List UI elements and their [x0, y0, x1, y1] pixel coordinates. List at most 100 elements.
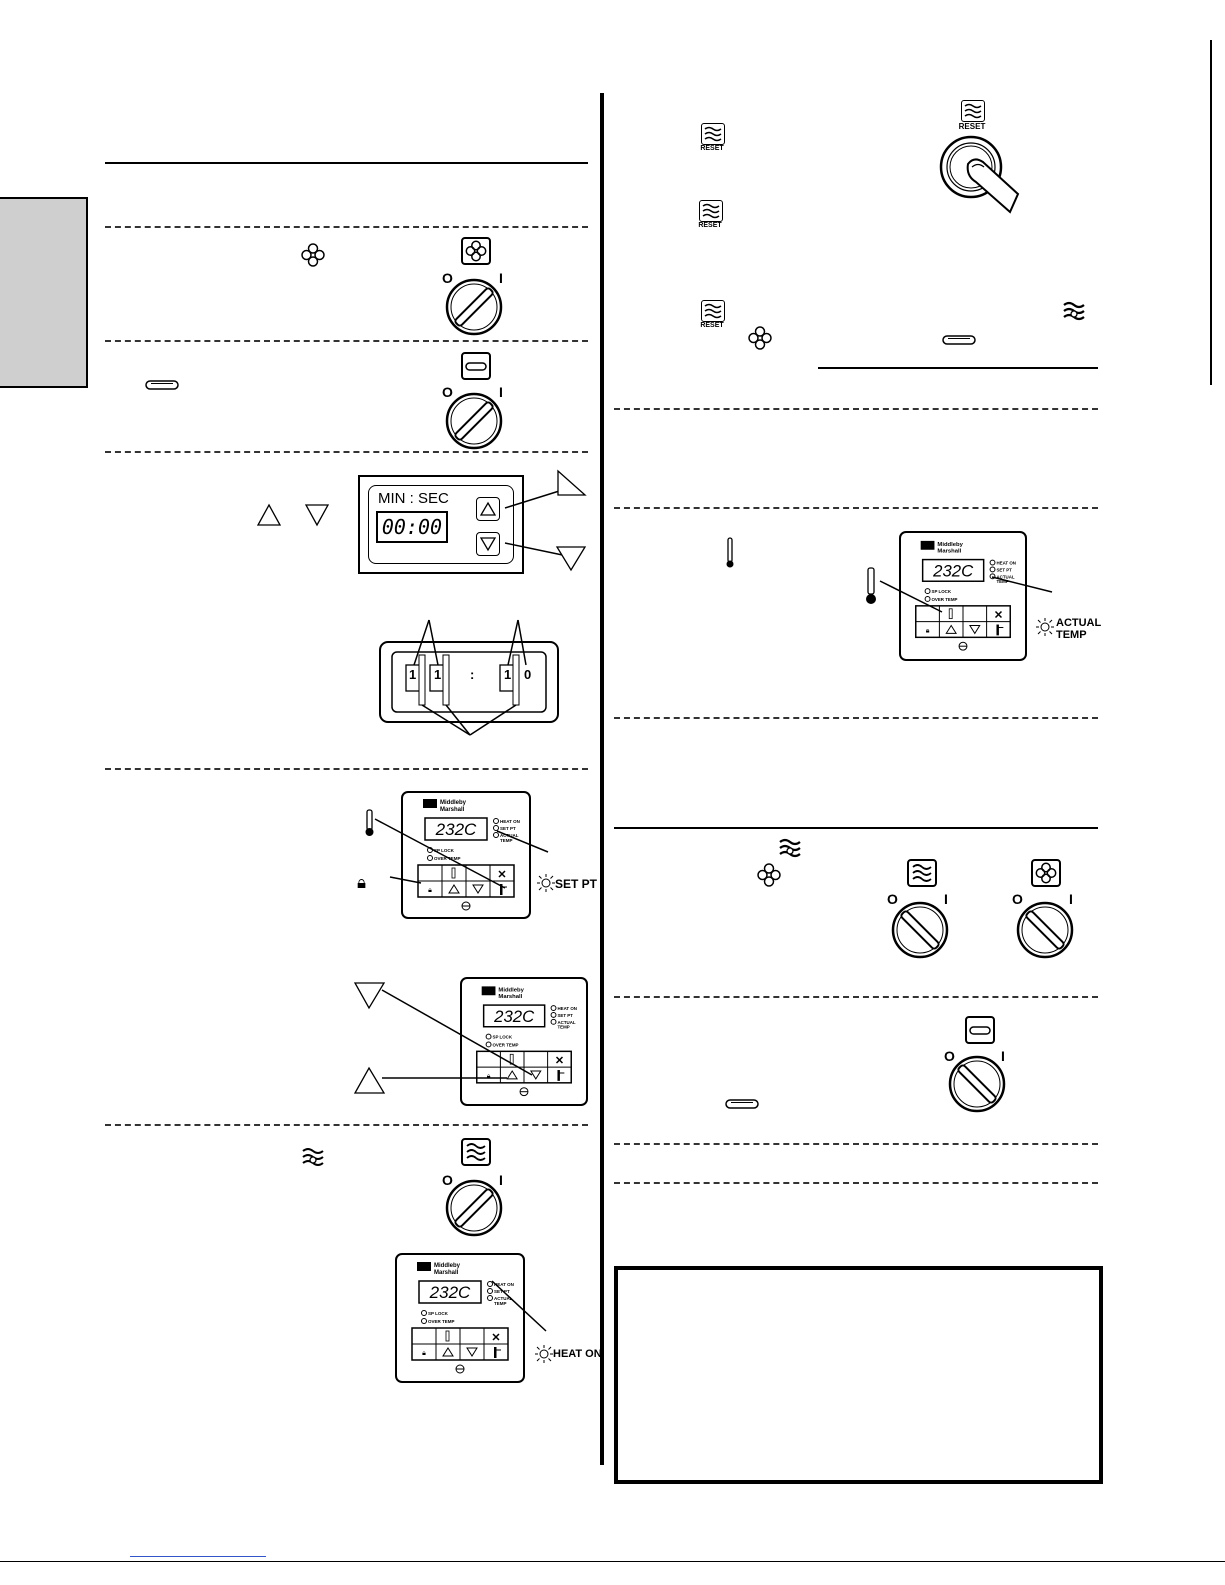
- heat-switch-label: [461, 1138, 491, 1166]
- svg-text:HEAT ON: HEAT ON: [494, 1282, 514, 1287]
- led-blink-icon: [535, 1345, 553, 1363]
- controller-body: Middleby Marshall 232C HEAT ON SET PT AC…: [417, 799, 520, 911]
- conveyor-switch-label: [965, 1016, 995, 1044]
- controller-body: Middleby Marshall 232C HEAT ON SET PT AC…: [915, 540, 1016, 651]
- svg-text:SET PT: SET PT: [500, 826, 516, 831]
- temperature-controller-set-pt: Middleby Marshall 232C HEAT ON SET PT AC…: [401, 791, 531, 919]
- heat-knob[interactable]: [890, 900, 950, 960]
- fan-icon: [301, 243, 325, 267]
- led-blink-icon: [1036, 618, 1054, 636]
- svg-text:SP LOCK: SP LOCK: [493, 1035, 513, 1040]
- svg-text:SP LOCK: SP LOCK: [932, 589, 952, 594]
- svg-text:232C: 232C: [429, 1283, 471, 1302]
- svg-text:✕: ✕: [497, 869, 506, 881]
- section-rule: [818, 367, 1098, 369]
- fan-switch-label: [461, 237, 491, 265]
- digit-3: 1: [504, 667, 512, 682]
- timer-down-button[interactable]: [476, 532, 500, 556]
- thermometer-icon: [726, 537, 734, 568]
- conveyor-knob[interactable]: [947, 1054, 1007, 1114]
- heat-knob[interactable]: [444, 1178, 504, 1238]
- step-divider: [105, 226, 588, 228]
- svg-text:🔒︎: 🔒︎: [428, 887, 432, 894]
- fan-icon: [465, 240, 487, 262]
- up-arrow-icon: [256, 503, 282, 526]
- svg-text:Middleby: Middleby: [434, 1263, 461, 1269]
- svg-text:TEMP: TEMP: [494, 1301, 507, 1306]
- actual-temp-callouts: [866, 567, 1053, 613]
- set-pt-callout: SET PT: [555, 877, 598, 891]
- controller-body: Middleby Marshall 232C HEAT ON SET PT AC…: [411, 1262, 514, 1374]
- heat-icon: [302, 1148, 324, 1166]
- svg-text:✕: ✕: [555, 1055, 564, 1067]
- svg-text:OVER TEMP: OVER TEMP: [434, 856, 461, 861]
- svg-text:HEAT ON: HEAT ON: [557, 1006, 577, 1011]
- fan-icon: [757, 863, 781, 887]
- reset-label: RESET: [698, 222, 722, 229]
- heat-on-callout: HEAT ON: [553, 1348, 602, 1360]
- svg-text:🔒︎: 🔒︎: [487, 1073, 491, 1080]
- svg-text:ACTUAL: ACTUAL: [996, 574, 1014, 579]
- heat-icon: [1063, 301, 1085, 321]
- arrow-key-callouts: [353, 982, 533, 1094]
- conveyor-switch-label: [461, 352, 491, 380]
- svg-text:232C: 232C: [493, 1007, 535, 1026]
- svg-text:🔒︎: 🔒︎: [357, 873, 366, 892]
- svg-text:🔒︎: 🔒︎: [926, 627, 930, 634]
- fan-icon: [1035, 862, 1057, 884]
- svg-text:Marshall: Marshall: [434, 1270, 459, 1276]
- reset-button-press[interactable]: [938, 134, 1022, 214]
- svg-text:Marshall: Marshall: [440, 807, 465, 813]
- step-divider: [614, 717, 1098, 719]
- knob-off-label: O: [1012, 891, 1023, 907]
- step-divider: [614, 1143, 1098, 1145]
- svg-text:HEAT ON: HEAT ON: [996, 561, 1016, 566]
- svg-text:SET PT: SET PT: [996, 567, 1012, 572]
- step-divider: [105, 1124, 588, 1126]
- digit-1: 1: [409, 667, 417, 682]
- knob-on-label: I: [1069, 891, 1073, 907]
- reset-icon: RESET: [697, 123, 727, 155]
- heat-icon: [912, 864, 932, 882]
- footer-link-underline[interactable]: [130, 1556, 266, 1557]
- timer-digit-diagram: [379, 619, 559, 736]
- digit-2: 1: [434, 667, 442, 682]
- timer-up-button[interactable]: [476, 497, 500, 521]
- conveyor-icon: [465, 362, 487, 371]
- temperature-controller-heat-on: Middleby Marshall 232C HEAT ON SET PT AC…: [395, 1253, 525, 1383]
- svg-text:Middleby: Middleby: [937, 542, 963, 548]
- fan-icon: [748, 326, 772, 350]
- fan-knob[interactable]: [1015, 900, 1075, 960]
- page-edge-bar: [1210, 40, 1212, 385]
- svg-text:Marshall: Marshall: [937, 549, 961, 555]
- step-divider: [614, 996, 1098, 998]
- section-rule: [105, 162, 588, 164]
- svg-text:✕: ✕: [491, 1332, 500, 1344]
- svg-text:Middleby: Middleby: [498, 987, 524, 993]
- down-arrow-icon: [304, 504, 330, 527]
- knob-on-label: I: [499, 1172, 503, 1188]
- section-tab: [0, 197, 88, 388]
- svg-text:ACTUAL: ACTUAL: [494, 1296, 513, 1301]
- svg-text:Marshall: Marshall: [498, 994, 522, 1000]
- conveyor-icon: [942, 335, 976, 345]
- conveyor-knob[interactable]: [444, 391, 504, 451]
- actual-temp-callout-line2: TEMP: [1056, 629, 1087, 641]
- conveyor-icon: [969, 1026, 991, 1035]
- timer-title: MIN : SEC: [378, 490, 449, 507]
- fan-knob[interactable]: [444, 277, 504, 337]
- heat-switch-label: [907, 859, 937, 887]
- timer-arrow-callouts: [504, 469, 587, 572]
- knob-on-label: I: [499, 270, 503, 286]
- svg-text:TEMP: TEMP: [557, 1025, 569, 1030]
- heat-on-callout-line: [491, 1280, 547, 1332]
- svg-text:TEMP: TEMP: [500, 838, 513, 843]
- digit-4: 0: [524, 667, 532, 682]
- up-arrow-icon: [479, 501, 497, 516]
- step-divider: [614, 408, 1098, 410]
- actual-temp-callout-line1: ACTUAL: [1056, 617, 1102, 629]
- knob-off-label: O: [944, 1048, 955, 1064]
- step-divider: [105, 451, 588, 453]
- conveyor-icon: [145, 380, 179, 390]
- reset-label: RESET: [958, 122, 986, 131]
